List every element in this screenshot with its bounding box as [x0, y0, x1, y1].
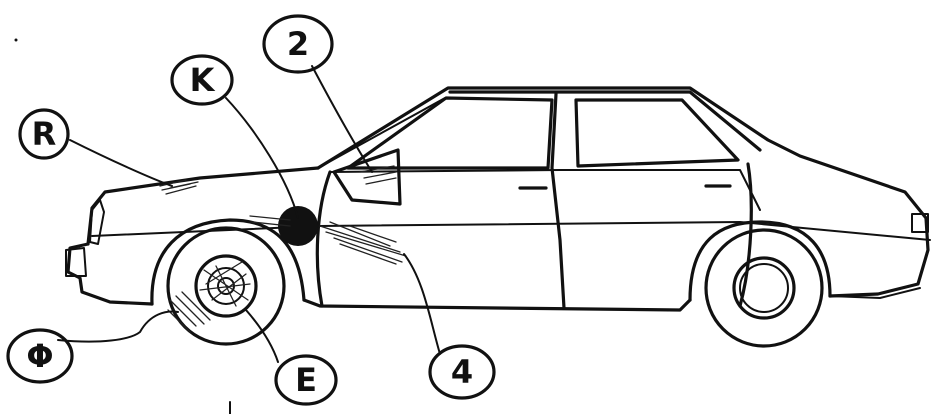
callout-phi-label: Φ: [26, 337, 53, 375]
callout-k-label: K: [190, 61, 216, 99]
callout-phi: Φ: [8, 330, 72, 382]
callout-e-label: E: [295, 361, 317, 399]
damage-door-scratches: [320, 222, 406, 264]
callout-r: R: [20, 110, 68, 158]
callout-e: E: [276, 356, 336, 404]
callout-r-label: R: [32, 115, 57, 153]
leader-lines: [58, 66, 440, 362]
callout-4: 4: [430, 346, 494, 398]
car-outline: [66, 88, 930, 310]
callout-4-label: 4: [451, 353, 473, 391]
callout-k: K: [172, 56, 232, 104]
rear-wheel: [706, 230, 822, 346]
callout-2-label: 2: [287, 25, 309, 63]
callout-2: 2: [264, 16, 332, 72]
